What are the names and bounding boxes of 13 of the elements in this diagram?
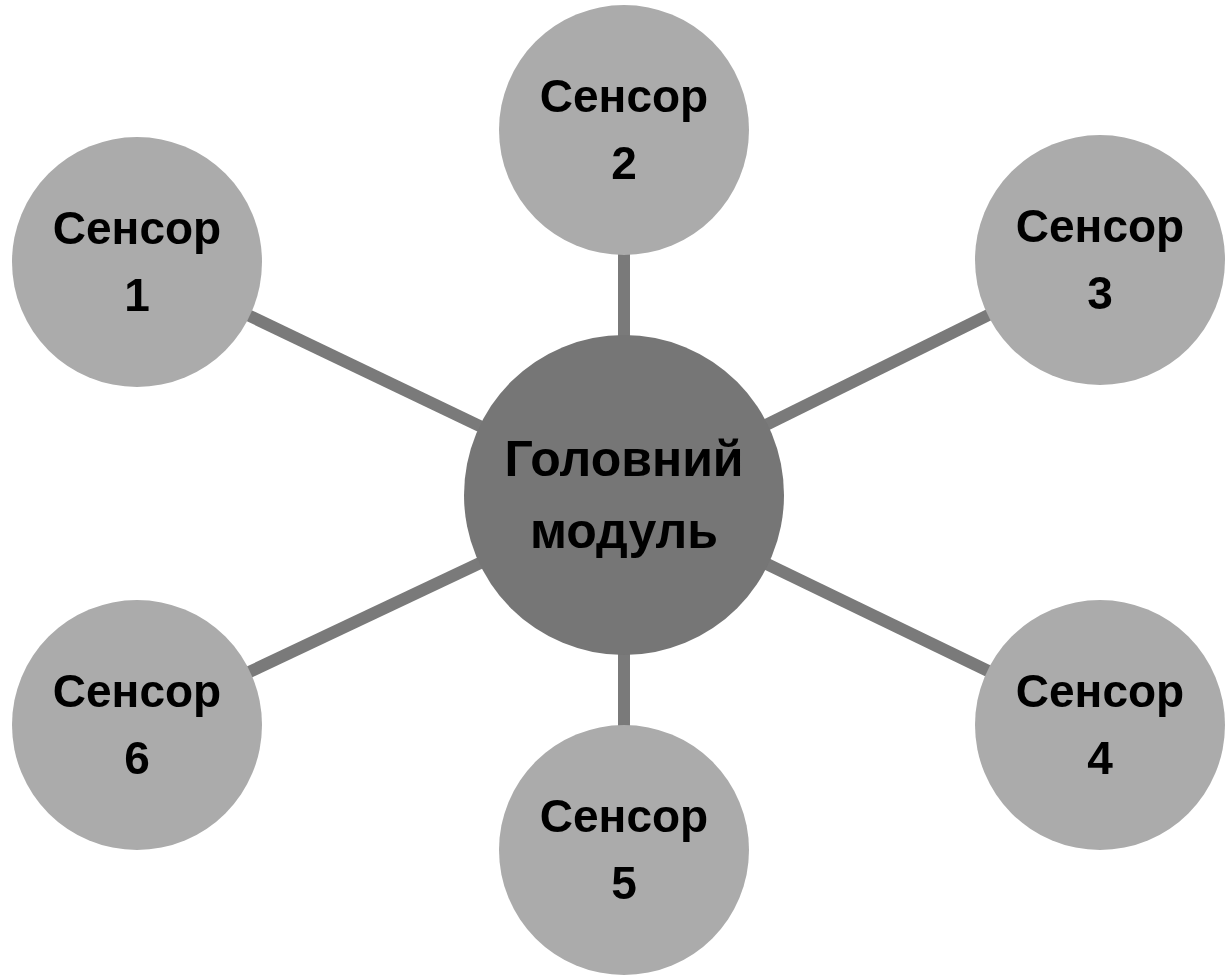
node-label: Головний модуль — [503, 429, 745, 561]
connector-line — [245, 557, 484, 678]
node-label: Сенсор 5 — [538, 789, 710, 911]
connector-line — [618, 653, 630, 727]
node-label: Сенсор 4 — [1014, 664, 1186, 786]
connector-line — [245, 309, 485, 433]
connector-line — [763, 558, 992, 677]
node-label: Сенсор 3 — [1014, 199, 1186, 321]
connector-line — [763, 309, 993, 431]
node-label: Сенсор 1 — [51, 201, 223, 323]
node-label: Сенсор 6 — [51, 664, 223, 786]
node-label: Сенсор 2 — [538, 69, 710, 191]
connector-line — [618, 253, 630, 337]
